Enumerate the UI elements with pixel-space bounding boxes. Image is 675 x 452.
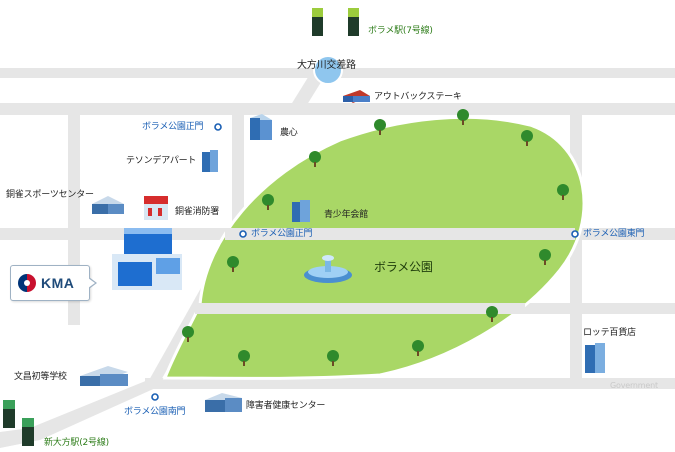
tree <box>539 249 551 265</box>
school-building-icon <box>80 366 128 386</box>
label-borame-station: ボラメ駅(7号線) <box>368 26 433 36</box>
gate-markers <box>151 123 579 401</box>
borame-park-area <box>162 115 586 380</box>
health-center-building-icon <box>205 393 242 412</box>
kma-callout: KMA <box>10 265 97 301</box>
label-fire-station: 銅雀消防署 <box>175 207 220 217</box>
outback-building-icon <box>343 90 370 103</box>
tree <box>486 306 498 322</box>
label-sports-center: 銅雀スポーツセンター <box>6 190 94 200</box>
tree <box>412 340 424 356</box>
tree <box>182 326 194 342</box>
park-path-middle <box>225 228 575 240</box>
label-park-front-gate-top: ボラメ公園正門 <box>142 122 204 132</box>
label-outback: アウトバックステーキ <box>374 92 462 102</box>
road-diagonal-south <box>0 380 160 448</box>
road-bottom <box>145 378 675 389</box>
label-youth-center: 青少年会館 <box>324 210 369 220</box>
tree <box>327 350 339 366</box>
tree <box>457 109 469 125</box>
apartment-building-icon <box>202 150 218 172</box>
tree <box>227 256 239 272</box>
label-park-east-gate: ボラメ公園東門 <box>583 229 645 239</box>
kma-logo-icon <box>18 274 36 292</box>
sports-center-building-icon <box>92 196 124 214</box>
label-daebang-junction: 大方川交差路 <box>297 60 356 71</box>
label-park-front-gate: ボラメ公園正門 <box>251 229 313 239</box>
tree <box>238 350 250 366</box>
gate-marker-icon <box>214 123 222 131</box>
tree <box>374 119 386 135</box>
park-path-lower <box>195 303 525 314</box>
road-upper <box>0 103 675 115</box>
label-school: 文昌初等学校 <box>14 372 67 382</box>
sindaebang-station-icon <box>3 400 34 446</box>
nonghyup-building-icon <box>250 114 272 140</box>
label-borame-park: ボラメ公園 <box>374 260 433 274</box>
fire-station-building-icon <box>144 196 168 220</box>
tree <box>309 151 321 167</box>
borame-station-icon <box>312 8 359 36</box>
youth-center-building-icon <box>292 200 310 222</box>
label-lotte: ロッテ百貨店 <box>583 328 636 338</box>
fountain-icon <box>304 255 352 283</box>
lotte-building-icon <box>585 343 605 373</box>
label-park-south-gate: ボラメ公園南門 <box>124 407 186 417</box>
kma-building-icon <box>112 228 182 290</box>
label-health-center: 障害者健康センター <box>246 401 326 411</box>
label-apartment: テソンデアパート <box>126 156 197 166</box>
label-nonghyup: 農心 <box>280 128 298 138</box>
kma-logo-text: KMA <box>41 275 75 291</box>
label-watermark: Government <box>610 381 658 390</box>
label-sindaebang-station: 新大方駅(2号線) <box>44 438 109 448</box>
gate-marker-icon <box>571 230 579 238</box>
gate-marker-icon <box>151 393 159 401</box>
gate-marker-icon <box>239 230 247 238</box>
tree <box>262 194 274 210</box>
road-vertical-mid <box>232 115 244 235</box>
tree <box>557 184 569 200</box>
junction-circle-icon <box>313 55 343 85</box>
tree <box>521 130 533 146</box>
trees <box>182 109 569 366</box>
